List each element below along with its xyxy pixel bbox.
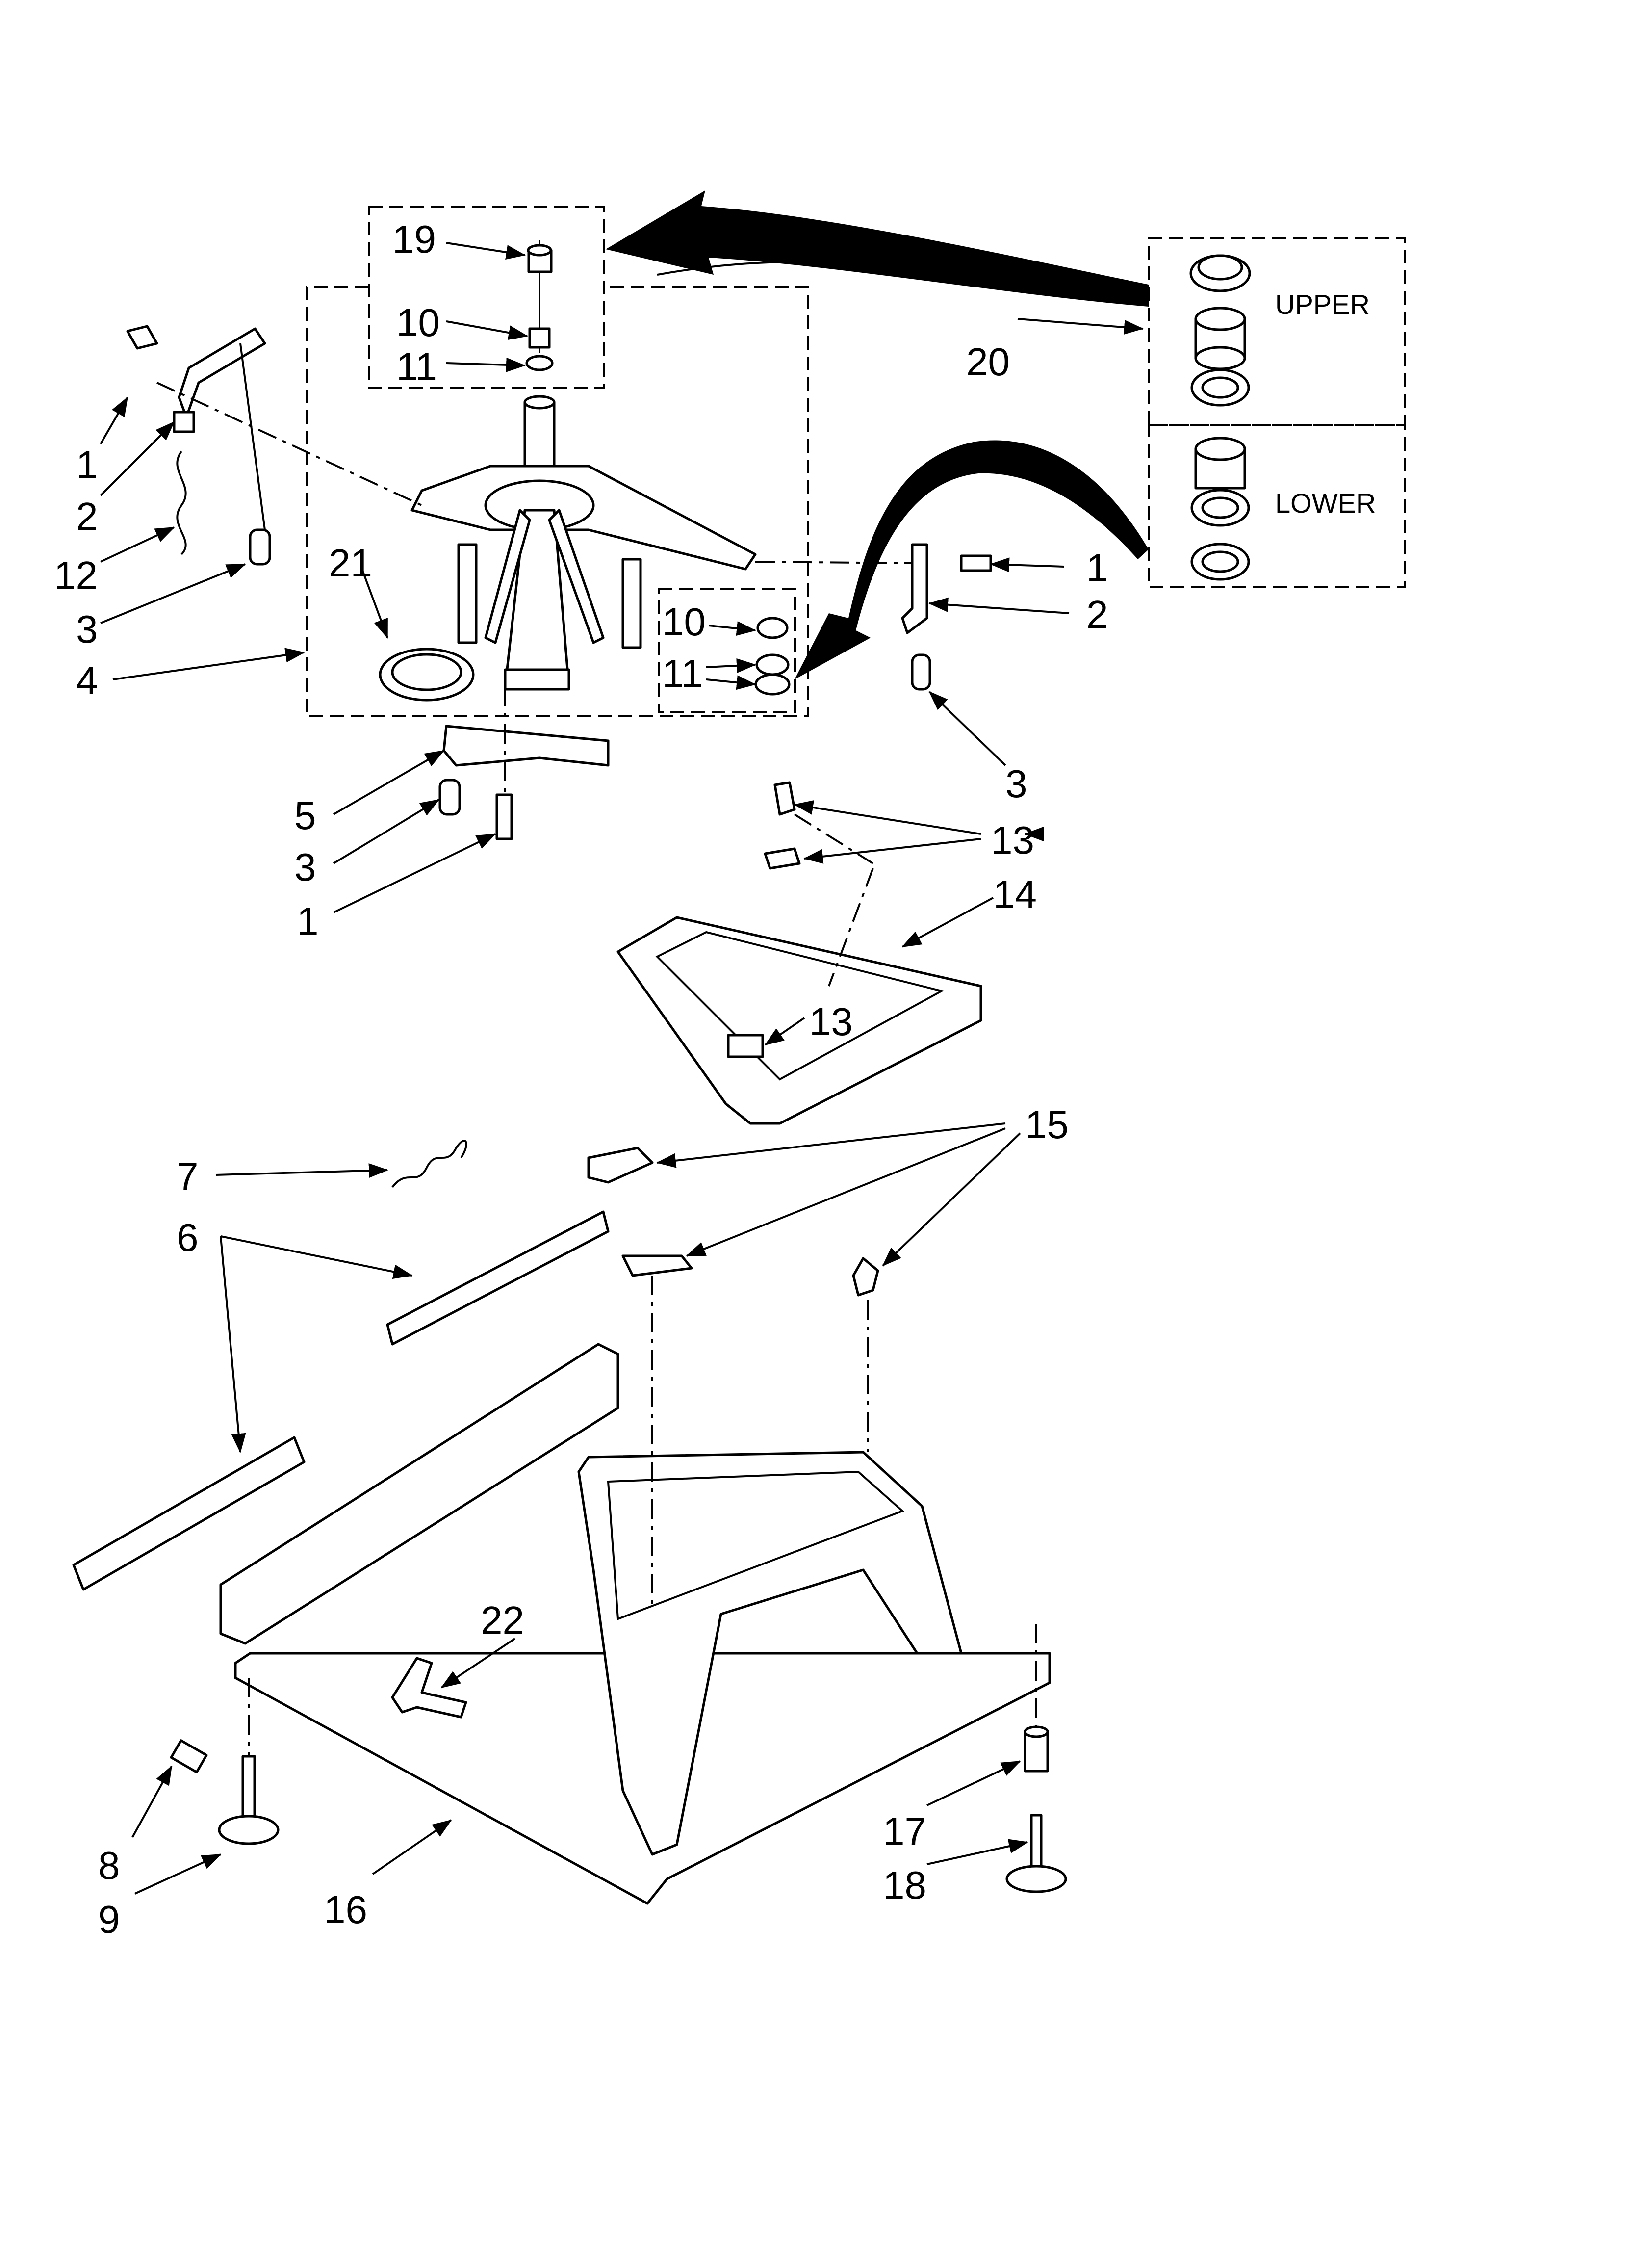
- callout-7: 7: [177, 1154, 199, 1198]
- callout-16: 16: [324, 1888, 367, 1931]
- base-frame-16: [219, 1276, 1051, 1905]
- right-bracket-group: [755, 543, 992, 691]
- callout-15: 15: [1025, 1103, 1069, 1147]
- kit-box-lower: [1148, 424, 1406, 588]
- callout-6: 6: [177, 1216, 199, 1259]
- frame-14: [616, 781, 982, 1125]
- assembly-box-19: [368, 206, 605, 389]
- lower-kit-parts: [1190, 437, 1250, 581]
- callout-14: 14: [993, 872, 1037, 916]
- callout-20: 20: [966, 340, 1010, 384]
- callout-8: 8: [98, 1844, 120, 1887]
- callout-13-frame: 13: [809, 1000, 853, 1043]
- callout-11-inset: 11: [662, 652, 703, 695]
- callout-1-lower: 1: [297, 899, 319, 943]
- kit-box-upper: [1148, 237, 1406, 426]
- big-arrow-upper-tail-line: [657, 261, 910, 278]
- assembly-box-4: [306, 286, 809, 717]
- callout-17: 17: [883, 1809, 926, 1853]
- assembly-box-10-11: [658, 588, 796, 713]
- spring-7: [391, 1140, 467, 1188]
- leg-right-17-18: [1005, 1624, 1067, 1893]
- big-arrow-lower: [795, 440, 1149, 679]
- leg-left-8-9: [170, 1678, 280, 1845]
- center-post-assembly: [410, 240, 757, 691]
- callout-10-top: 10: [396, 301, 440, 344]
- seal-ring-21: [379, 648, 475, 702]
- bearings-10-11-inset: [754, 617, 791, 696]
- callout-1-right: 1: [1086, 546, 1108, 590]
- upper-kit-parts: [1189, 254, 1251, 407]
- callout-2-right: 2: [1086, 593, 1108, 636]
- callout-4: 4: [76, 659, 98, 703]
- bracket-5-group: [438, 687, 610, 840]
- leader-lines: [100, 242, 1144, 1895]
- clip-22: [391, 1657, 467, 1719]
- kit-upper-label: UPPER: [1275, 289, 1370, 320]
- callout-9: 9: [98, 1898, 120, 1941]
- callout-12: 12: [54, 553, 98, 597]
- callout-3-right: 3: [1005, 762, 1027, 806]
- pads-15: [587, 1147, 879, 1297]
- callout-11-top: 11: [396, 345, 437, 389]
- callout-13-top: 13: [991, 818, 1034, 862]
- big-arrow-upper: [606, 190, 1149, 307]
- callout-2-top-left: 2: [76, 495, 98, 538]
- bars-6: [72, 1210, 610, 1591]
- callout-21: 21: [329, 541, 372, 585]
- callout-5: 5: [294, 794, 316, 837]
- callout-1-top-left: 1: [76, 443, 98, 487]
- callout-3-lower: 3: [294, 845, 316, 889]
- callout-19: 19: [392, 217, 436, 261]
- callout-3-top-left: 3: [76, 607, 98, 651]
- callout-22: 22: [481, 1598, 524, 1642]
- callout-18: 18: [883, 1863, 926, 1907]
- callout-10-inset: 10: [662, 600, 706, 644]
- kit-lower-label: LOWER: [1275, 488, 1376, 519]
